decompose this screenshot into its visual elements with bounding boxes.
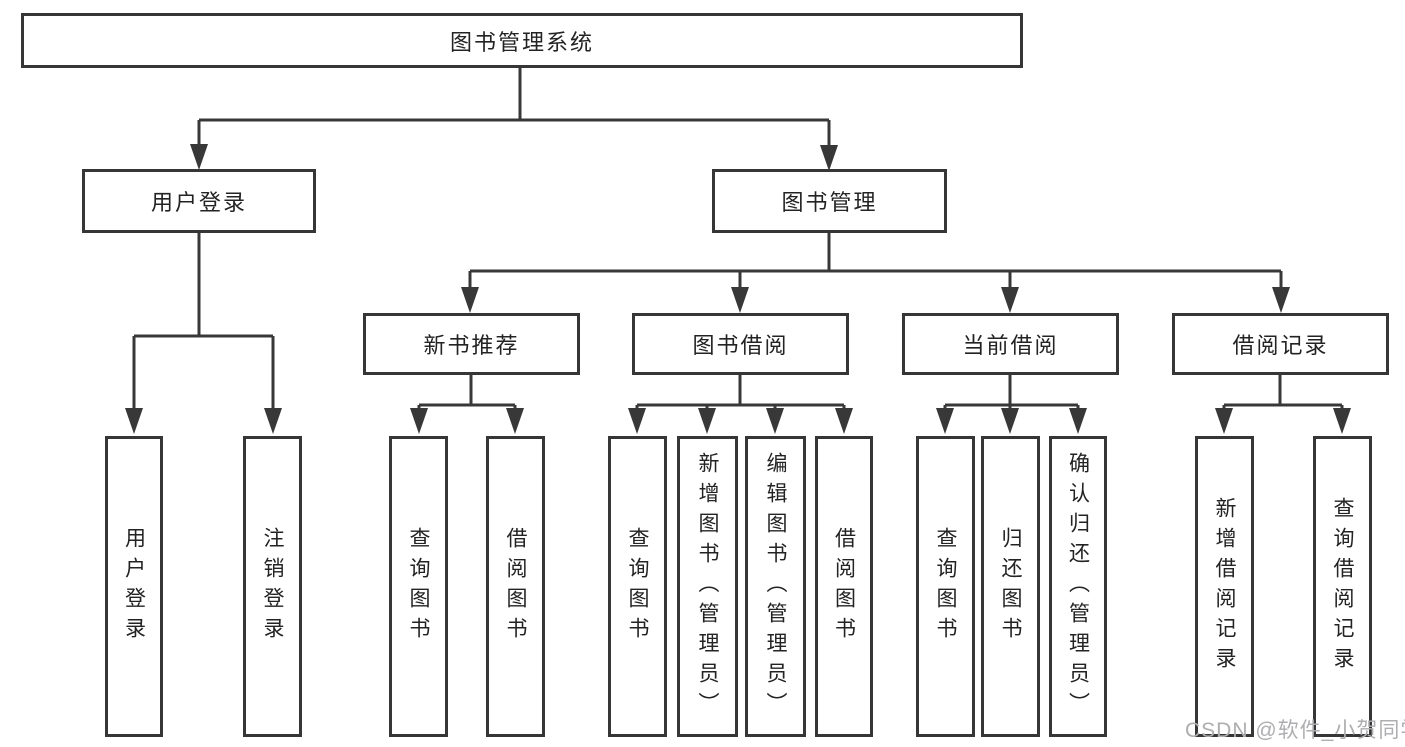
- leaf-query-books-borrow: 查询图书: [608, 436, 667, 737]
- node-book-borrow: 图书借阅: [632, 313, 849, 375]
- node-new-book-recommend: 新书推荐: [363, 313, 580, 375]
- leaf-query-books-current: 查询图书: [916, 436, 975, 737]
- arrowhead-icons: [125, 144, 1351, 434]
- leaf-user-login: 用户登录: [105, 436, 163, 737]
- node-label: 用户登录: [150, 190, 247, 215]
- leaf-borrow-books: 借阅图书: [815, 436, 873, 737]
- node-label: 当前借阅: [962, 333, 1059, 358]
- leaf-add-book-admin: 新增图书（管理员）: [677, 436, 738, 737]
- node-book-management: 图书管理: [712, 169, 947, 233]
- node-label: 图书管理系统: [449, 29, 594, 55]
- node-label: 借阅记录: [1232, 333, 1329, 358]
- node-label: 图书管理: [781, 190, 878, 215]
- leaf-label: 查询图书: [626, 526, 650, 647]
- leaf-label: 确认归还（管理员）: [1066, 451, 1090, 722]
- leaf-label: 编辑图书（管理员）: [764, 451, 788, 722]
- node-library-management-system: 图书管理系统: [21, 13, 1023, 68]
- node-user-login: 用户登录: [82, 169, 316, 233]
- leaf-label: 注销登录: [261, 526, 285, 647]
- leaf-borrow-books-recommend: 借阅图书: [486, 436, 545, 737]
- csdn-watermark: CSDN @软件_小贺同学: [1185, 719, 1405, 742]
- leaf-label: 归还图书: [999, 526, 1023, 647]
- node-label: 新书推荐: [423, 333, 520, 358]
- leaf-edit-book-admin: 编辑图书（管理员）: [745, 436, 806, 737]
- leaf-confirm-return-admin: 确认归还（管理员）: [1049, 436, 1107, 737]
- leaf-label: 借阅图书: [832, 526, 856, 647]
- leaf-label: 用户登录: [122, 526, 146, 647]
- leaf-logout: 注销登录: [243, 436, 302, 737]
- leaf-label: 新增借阅记录: [1213, 496, 1237, 677]
- node-label: 图书借阅: [692, 333, 789, 358]
- leaf-add-borrow-record: 新增借阅记录: [1195, 436, 1254, 737]
- node-borrow-records: 借阅记录: [1172, 313, 1389, 375]
- leaf-return-book: 归还图书: [981, 436, 1040, 737]
- leaf-query-books-recommend: 查询图书: [389, 436, 448, 737]
- leaf-label: 查询借阅记录: [1331, 496, 1355, 677]
- leaf-label: 查询图书: [934, 526, 958, 647]
- leaf-label: 新增图书（管理员）: [696, 451, 720, 722]
- node-current-borrow: 当前借阅: [902, 313, 1119, 375]
- leaf-label: 查询图书: [407, 526, 431, 647]
- leaf-query-borrow-record: 查询借阅记录: [1313, 436, 1372, 737]
- leaf-label: 借阅图书: [504, 526, 528, 647]
